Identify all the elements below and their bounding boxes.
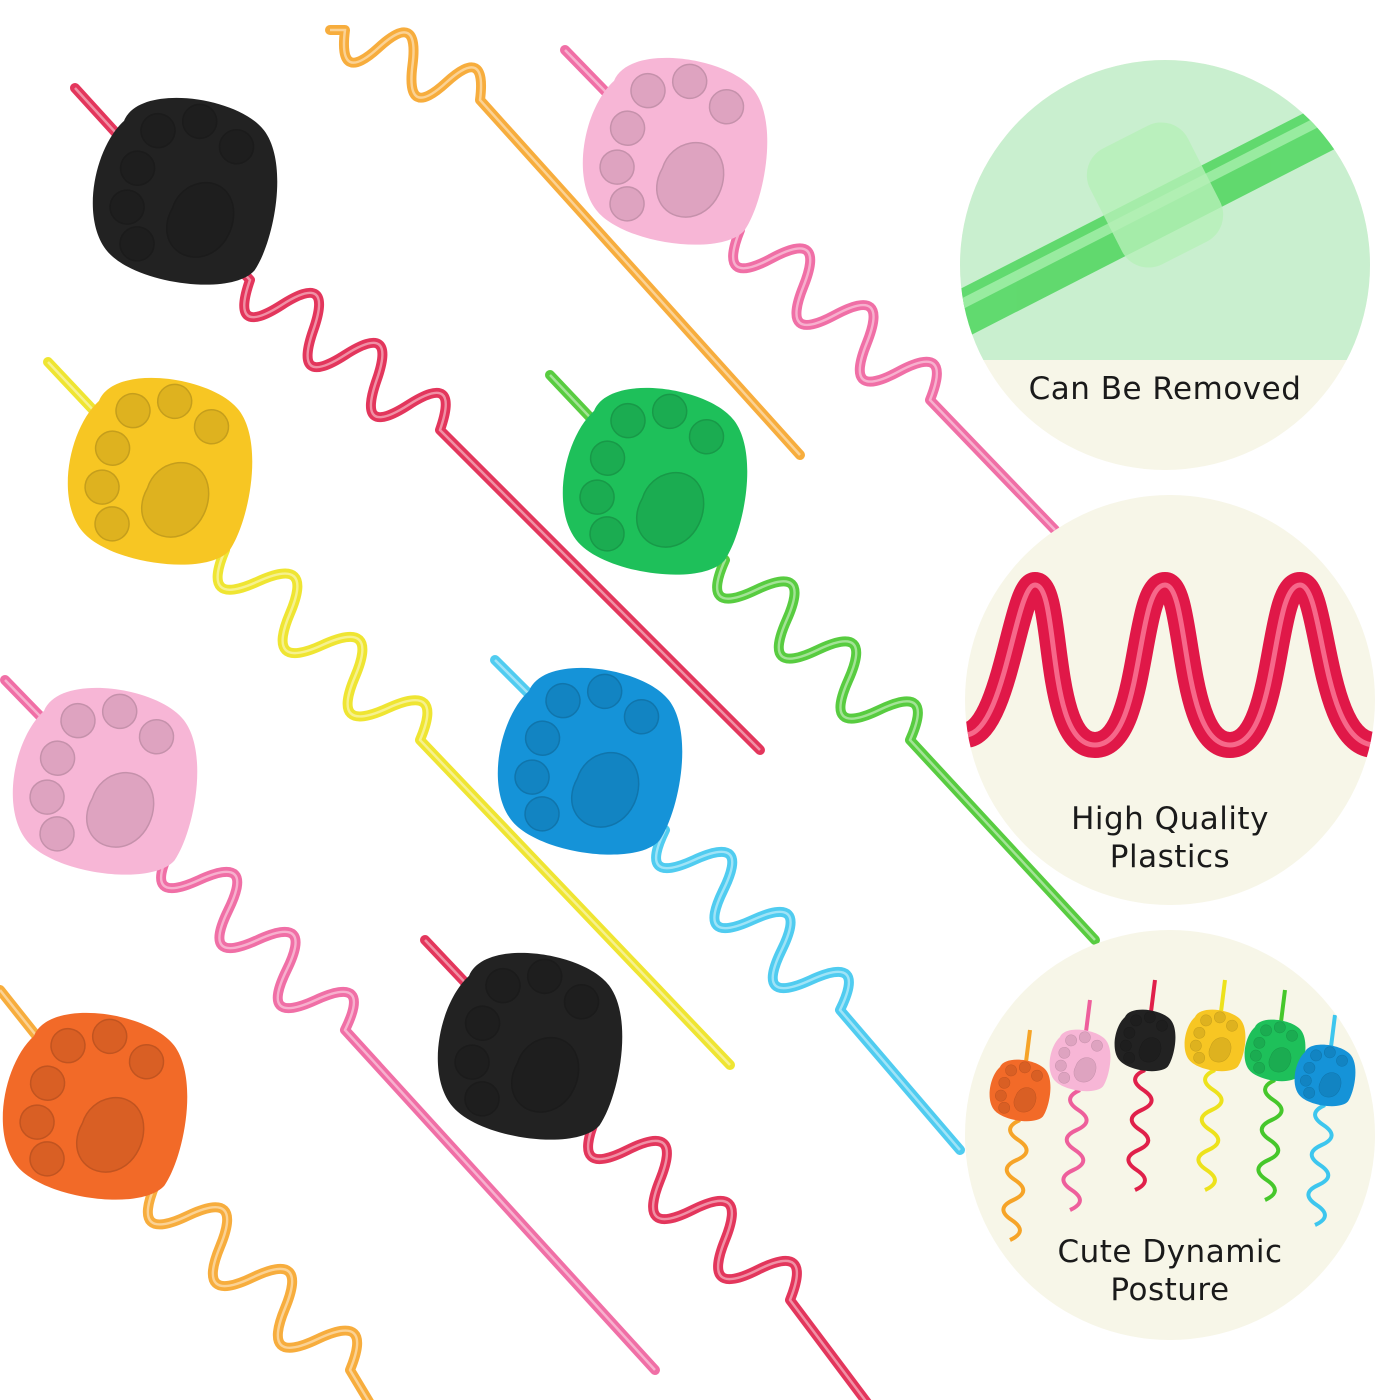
- paw-topper: [1114, 1009, 1176, 1072]
- red-spiral-closeup: [965, 571, 1375, 759]
- mini-straw: [1184, 979, 1246, 1192]
- mini-straw: [989, 1029, 1051, 1242]
- feature-label-line1: Cute Dynamic: [1057, 1234, 1283, 1270]
- feature-posture: Cute Dynamic Posture: [965, 930, 1375, 1340]
- feature-label-line2: Posture: [1110, 1272, 1230, 1308]
- paw-topper: [437, 952, 623, 1140]
- mini-straw: [1114, 979, 1176, 1192]
- mini-straw: [1294, 1014, 1356, 1227]
- paw-topper: [1244, 1019, 1306, 1082]
- paw-topper: [562, 387, 748, 575]
- mini-straws-lineup: [989, 979, 1356, 1242]
- curly-straw: [420, 935, 872, 1400]
- feature-label-line2: Plastics: [1109, 839, 1231, 875]
- feature-removable: Can Be Removed: [960, 60, 1370, 470]
- paw-topper: [2, 1012, 188, 1200]
- paw-topper: [67, 377, 253, 565]
- paw-topper: [92, 97, 278, 285]
- curly-straw: [490, 655, 965, 1155]
- paw-topper: [1049, 1029, 1111, 1092]
- mini-straw: [1244, 989, 1306, 1202]
- curly-straw: [0, 985, 374, 1400]
- paw-topper: [1184, 1009, 1246, 1072]
- curly-straw: [325, 25, 805, 460]
- feature-label: Can Be Removed: [1028, 371, 1302, 407]
- paw-topper: [582, 57, 768, 245]
- feature-quality: High Quality Plastics: [965, 495, 1375, 905]
- paw-topper: [989, 1059, 1051, 1122]
- curly-straw: [43, 357, 735, 1070]
- feature-label-line1: High Quality: [1071, 801, 1269, 837]
- curly-straw: [70, 83, 765, 755]
- mini-straw: [1049, 999, 1111, 1212]
- paw-topper: [12, 687, 198, 875]
- curly-straw: [0, 675, 660, 1375]
- curly-straw: [545, 370, 1100, 945]
- curly-straw: [560, 45, 1060, 535]
- paw-topper: [497, 667, 683, 855]
- green-straw-closeup: [960, 60, 1370, 360]
- paw-topper: [1294, 1044, 1356, 1107]
